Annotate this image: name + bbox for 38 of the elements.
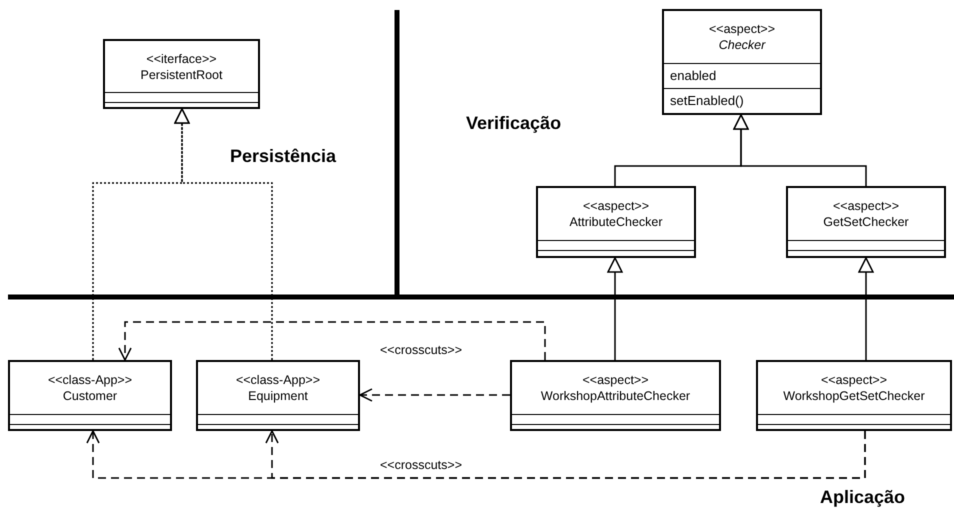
attribute-text: enabled [664, 63, 820, 88]
dependency-arrow [118, 321, 546, 361]
class-box [536, 186, 696, 258]
class-box [8, 360, 172, 431]
dependency-arrow [265, 430, 866, 479]
class-box [196, 360, 360, 431]
class-name: AttributeChecker [569, 214, 663, 230]
inheritance-arrow [858, 257, 874, 360]
edge-label: <<crosscuts>> [378, 458, 464, 472]
class-box [786, 186, 946, 258]
stereotype-label: <<class-App>> [236, 372, 320, 388]
stereotype-label: <<iterface>> [146, 50, 217, 66]
edge-label: <<crosscuts>> [378, 343, 464, 357]
dependency-arrow [359, 388, 510, 402]
class-name: GetSetChecker [823, 214, 909, 230]
class-name: Checker [718, 37, 766, 53]
stereotype-label: <<aspect>> [708, 21, 776, 37]
package-label: Verificação [466, 113, 562, 134]
class-name: Customer [62, 388, 118, 404]
class-box [103, 39, 260, 109]
class-name: WorkshopGetSetChecker [783, 388, 925, 404]
package-label: Aplicação [820, 487, 906, 508]
inheritance-arrow [733, 114, 867, 186]
inheritance-arrow [607, 257, 623, 360]
package-label: Persistência [230, 146, 336, 167]
class-box [662, 9, 822, 115]
stereotype-label: <<aspect>> [582, 198, 650, 214]
stereotype-label: <<aspect>> [820, 372, 888, 388]
class-name: PersistentRoot [140, 66, 222, 82]
class-name: WorkshopAttributeChecker [540, 388, 690, 404]
stereotype-label: <<aspect>> [582, 372, 649, 388]
stereotype-label: <<aspect>> [832, 198, 900, 214]
stereotype-label: <<class-App>> [48, 372, 132, 388]
operation-text: setEnabled() [664, 88, 820, 113]
realization-arrow [174, 108, 273, 360]
class-name: Equipment [248, 388, 308, 404]
class-box [756, 360, 952, 431]
class-box [510, 360, 721, 431]
